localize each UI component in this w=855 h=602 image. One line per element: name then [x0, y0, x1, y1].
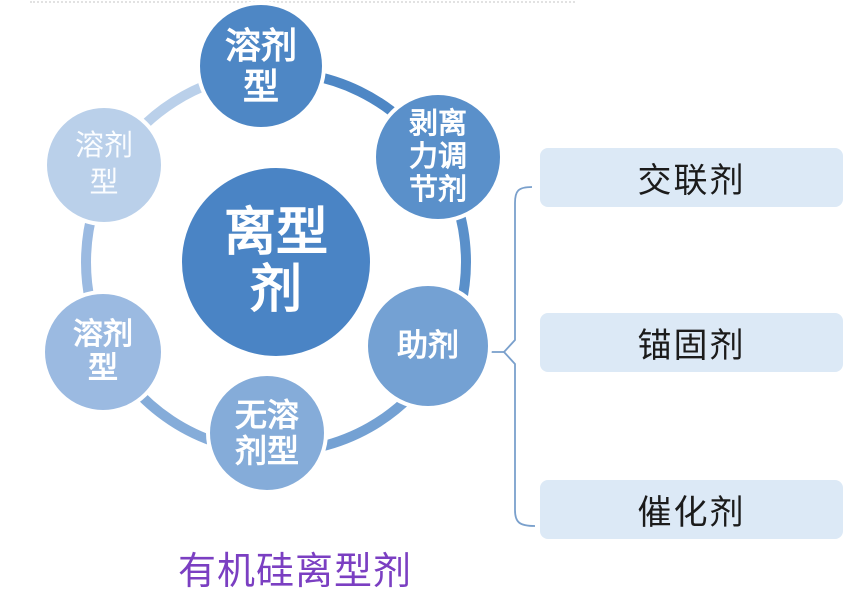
branch-box-anchoring-agent: 锚固剂 [540, 313, 843, 372]
top-dashed-artifact-line [30, 1, 575, 3]
brace-connector [489, 186, 536, 527]
branch-box-crosslinker: 交联剂 [540, 148, 843, 207]
cycle-node-solvent-type-upper-left: 溶剂 型 [43, 104, 165, 226]
brace-path [503, 186, 536, 527]
node-label-line: 型 [89, 167, 119, 199]
cycle-node-solvent-type-top: 溶剂 型 [196, 1, 326, 131]
node-label-line: 助剂 [397, 328, 459, 363]
node-label-line: 溶剂 [224, 25, 297, 66]
node-label-line: 溶剂 [73, 318, 133, 351]
cycle-node-peel-force-regulator: 剥离 力调 节剂 [372, 91, 504, 223]
node-label-line: 溶剂 [74, 130, 133, 162]
node-label-line: 力调 [408, 140, 467, 173]
node-label-line: 无溶 [234, 397, 299, 433]
node-label-line: 剂型 [234, 433, 299, 469]
branch-box-label: 催化剂 [637, 495, 746, 532]
cycle-node-auxiliary-agent: 助剂 [364, 282, 492, 410]
cycle-node-solvent-free-type: 无溶 剂型 [206, 372, 328, 494]
center-node-release-agent: 离型 剂 [178, 164, 374, 360]
cycle-node-solvent-type-left: 溶剂 型 [41, 290, 165, 414]
branch-box-label: 交联剂 [637, 163, 746, 200]
branch-box-catalyst: 催化剂 [540, 480, 843, 539]
diagram-caption: 有机硅离型剂 [177, 551, 412, 593]
node-label-line: 型 [88, 352, 118, 385]
node-label-line: 型 [242, 66, 279, 107]
center-node-line: 离型 [223, 204, 328, 262]
branch-box-label: 锚固剂 [637, 328, 746, 365]
center-node-line: 剂 [249, 261, 302, 319]
node-label-line: 剥离 [408, 107, 467, 140]
node-label-line: 节剂 [408, 173, 467, 206]
